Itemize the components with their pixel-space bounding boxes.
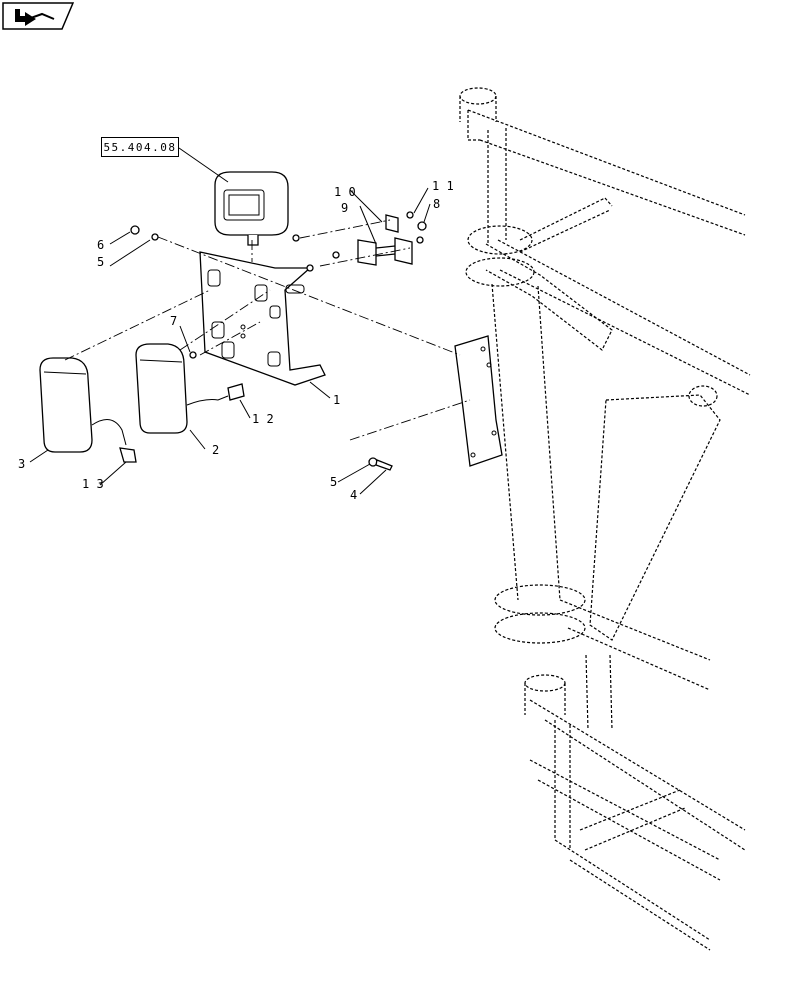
callout-2: 2 bbox=[212, 443, 219, 457]
callout-5b: 5 bbox=[97, 255, 104, 269]
machine-frame bbox=[459, 87, 751, 951]
callouts: 1 2 3 4 5 5 6 7 8 9 1 0 1 1 1 2 1 3 bbox=[18, 179, 454, 502]
lamp-3 bbox=[39, 357, 137, 463]
callout-9: 9 bbox=[341, 201, 348, 215]
small-brackets bbox=[357, 214, 413, 266]
back-navigation-button[interactable] bbox=[2, 2, 75, 30]
callout-4: 4 bbox=[350, 488, 357, 502]
callout-13: 1 3 bbox=[82, 477, 104, 491]
callout-7: 7 bbox=[170, 314, 177, 328]
reference-label: 55.404.08 bbox=[103, 140, 177, 154]
callout-3: 3 bbox=[18, 457, 25, 471]
callout-11: 1 1 bbox=[432, 179, 454, 193]
callout-12: 1 2 bbox=[252, 412, 274, 426]
back-arrow-icon bbox=[2, 2, 75, 30]
leader-lines bbox=[29, 147, 431, 495]
mounting-bracket bbox=[199, 251, 326, 386]
callout-6: 6 bbox=[97, 238, 104, 252]
callout-1: 1 bbox=[333, 393, 340, 407]
callout-8: 8 bbox=[433, 197, 440, 211]
reference-link-box[interactable]: 55.404.08 bbox=[101, 137, 179, 157]
work-light bbox=[214, 171, 289, 246]
mounting-plate bbox=[454, 335, 503, 467]
lamp-2 bbox=[135, 343, 245, 434]
center-lines bbox=[64, 219, 471, 441]
callout-5a: 5 bbox=[330, 475, 337, 489]
hardware bbox=[130, 211, 427, 471]
callout-10: 1 0 bbox=[334, 185, 356, 199]
